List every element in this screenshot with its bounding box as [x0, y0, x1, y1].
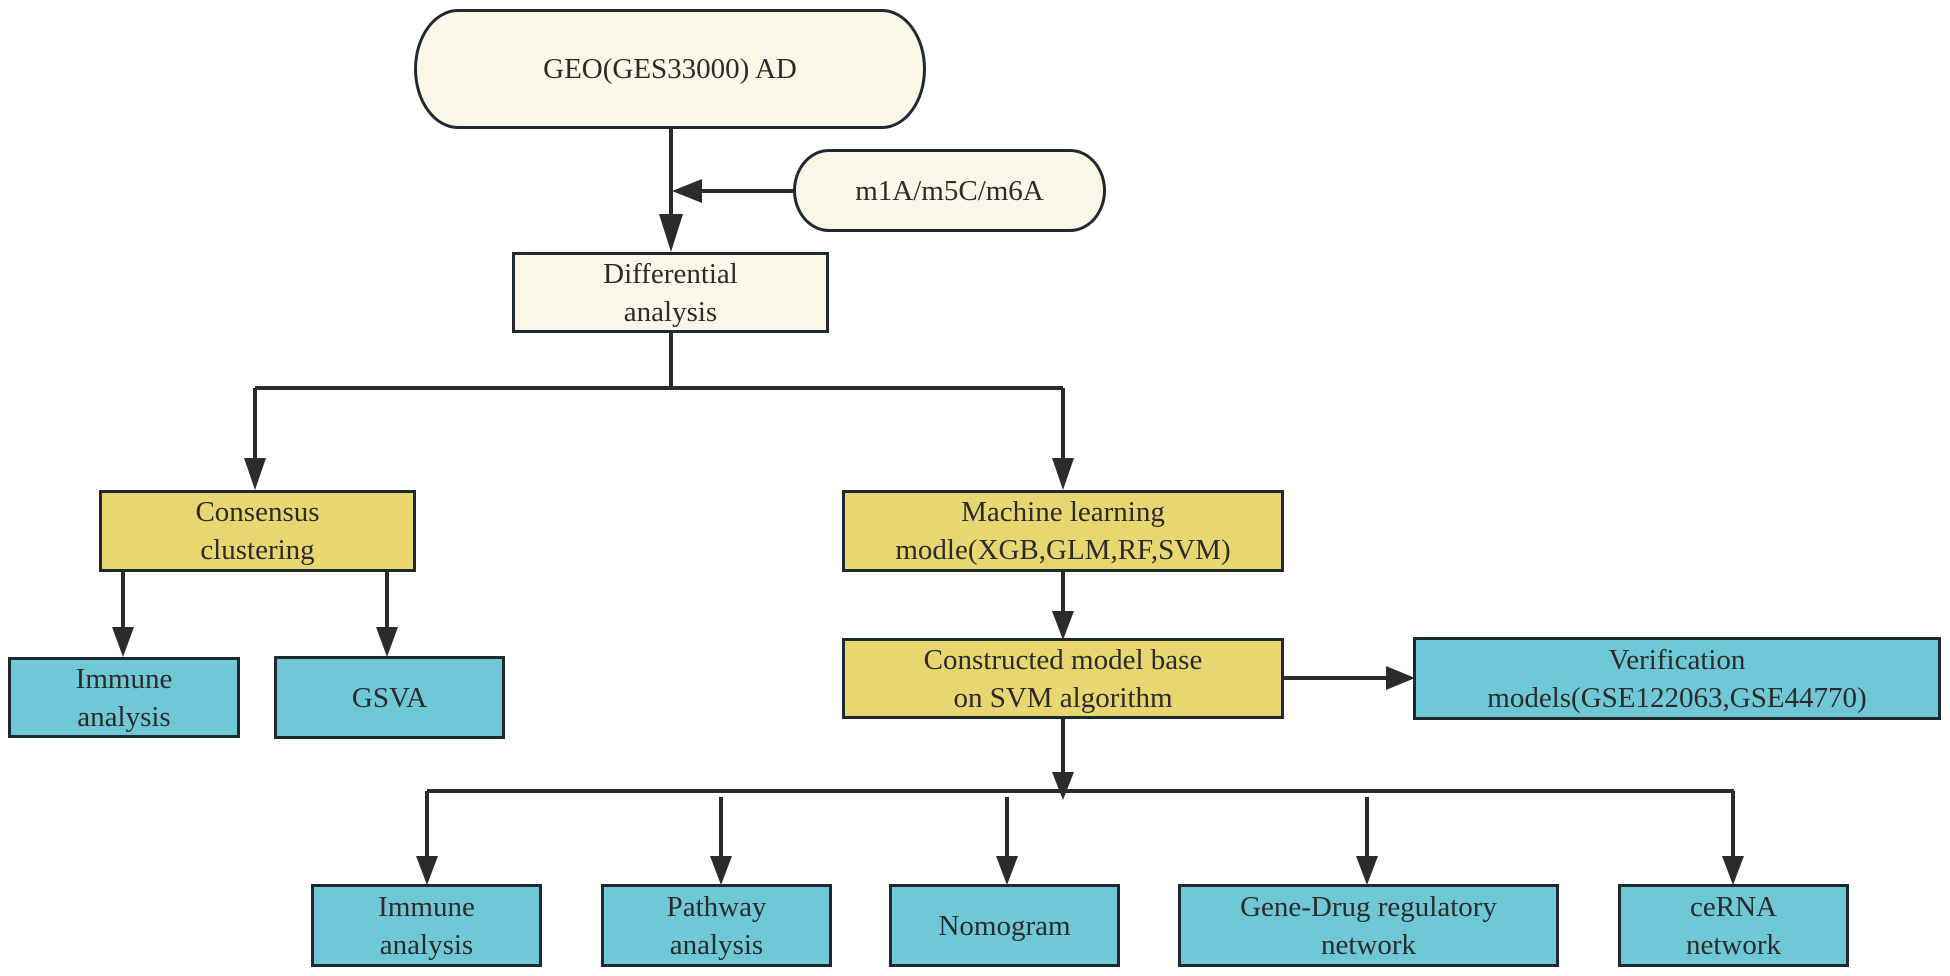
arrowhead-ml-constructed [1052, 611, 1074, 640]
node-label-line: Constructed model base [923, 643, 1203, 676]
node-label-line: analysis [623, 295, 718, 328]
arrowhead-consensus-immune [112, 627, 134, 657]
node-label-line: Nomogram [938, 909, 1071, 942]
node-label-line: ceRNA [1690, 890, 1777, 923]
node-label-line: GSVA [351, 681, 428, 714]
arrowhead-differential-consensus [244, 458, 266, 490]
arrowhead-constructed-bus [1052, 772, 1074, 800]
node-label-line: analysis [77, 700, 171, 733]
node-label-line: models(GSE122063,GSE44770) [1487, 681, 1867, 714]
node-gene-drug-network: Gene-Drug regulatory network [1178, 884, 1559, 967]
node-label-line: GEO(GES33000) AD [543, 53, 797, 85]
node-label-line: analysis [379, 928, 474, 961]
node-label-line: modle(XGB,GLM,RF,SVM) [895, 534, 1231, 566]
node-label-line: Verification [1608, 643, 1746, 676]
node-gsva: GSVA [274, 656, 505, 739]
node-label-line: Differential [603, 257, 738, 290]
node-label-line: Machine learning [961, 496, 1165, 528]
node-cerna-network: ceRNA network [1618, 884, 1849, 967]
node-label-line: Immune [75, 662, 173, 695]
arrowhead-geo-differential [659, 214, 683, 252]
node-immune-analysis-consensus: Immune analysis [8, 657, 240, 738]
arrowhead-modification-differential [672, 179, 702, 203]
node-label-line: network [1685, 928, 1782, 961]
node-label-line: Immune [378, 890, 475, 923]
node-modification-types: m1A/m5C/m6A [793, 149, 1106, 232]
node-label-line: analysis [669, 928, 764, 961]
node-machine-learning: Machine learning modle(XGB,GLM,RF,SVM) [842, 490, 1284, 572]
arrowhead-bus-nomogram [996, 856, 1018, 885]
node-verification-models: Verification models(GSE122063,GSE44770) [1413, 637, 1941, 720]
node-label-line: network [1320, 928, 1417, 961]
arrowhead-consensus-gsva [376, 627, 398, 657]
node-label-line: Consensus [195, 496, 320, 528]
node-consensus-clustering: Consensus clustering [99, 490, 416, 572]
node-label-line: Gene-Drug regulatory [1240, 890, 1497, 923]
node-differential-analysis: Differential analysis [512, 252, 829, 333]
arrowhead-differential-ml [1052, 458, 1074, 490]
node-geo-dataset: GEO(GES33000) AD [414, 9, 926, 129]
node-label-line: clustering [200, 534, 315, 566]
arrowhead-bus-cerna [1722, 856, 1744, 885]
node-nomogram: Nomogram [889, 884, 1120, 967]
node-constructed-model: Constructed model base on SVM algorithm [842, 638, 1284, 719]
arrowhead-bus-immune [416, 856, 438, 885]
arrowhead-bus-pathway [710, 856, 732, 885]
node-immune-analysis-svm: Immune analysis [311, 884, 542, 967]
arrowhead-bus-gene-drug [1356, 856, 1378, 885]
node-pathway-analysis: Pathway analysis [601, 884, 832, 967]
node-label-line: m1A/m5C/m6A [855, 174, 1044, 207]
arrowhead-constructed-verification [1386, 666, 1415, 690]
node-label-line: on SVM algorithm [953, 681, 1173, 714]
node-label-line: Pathway [666, 890, 767, 923]
